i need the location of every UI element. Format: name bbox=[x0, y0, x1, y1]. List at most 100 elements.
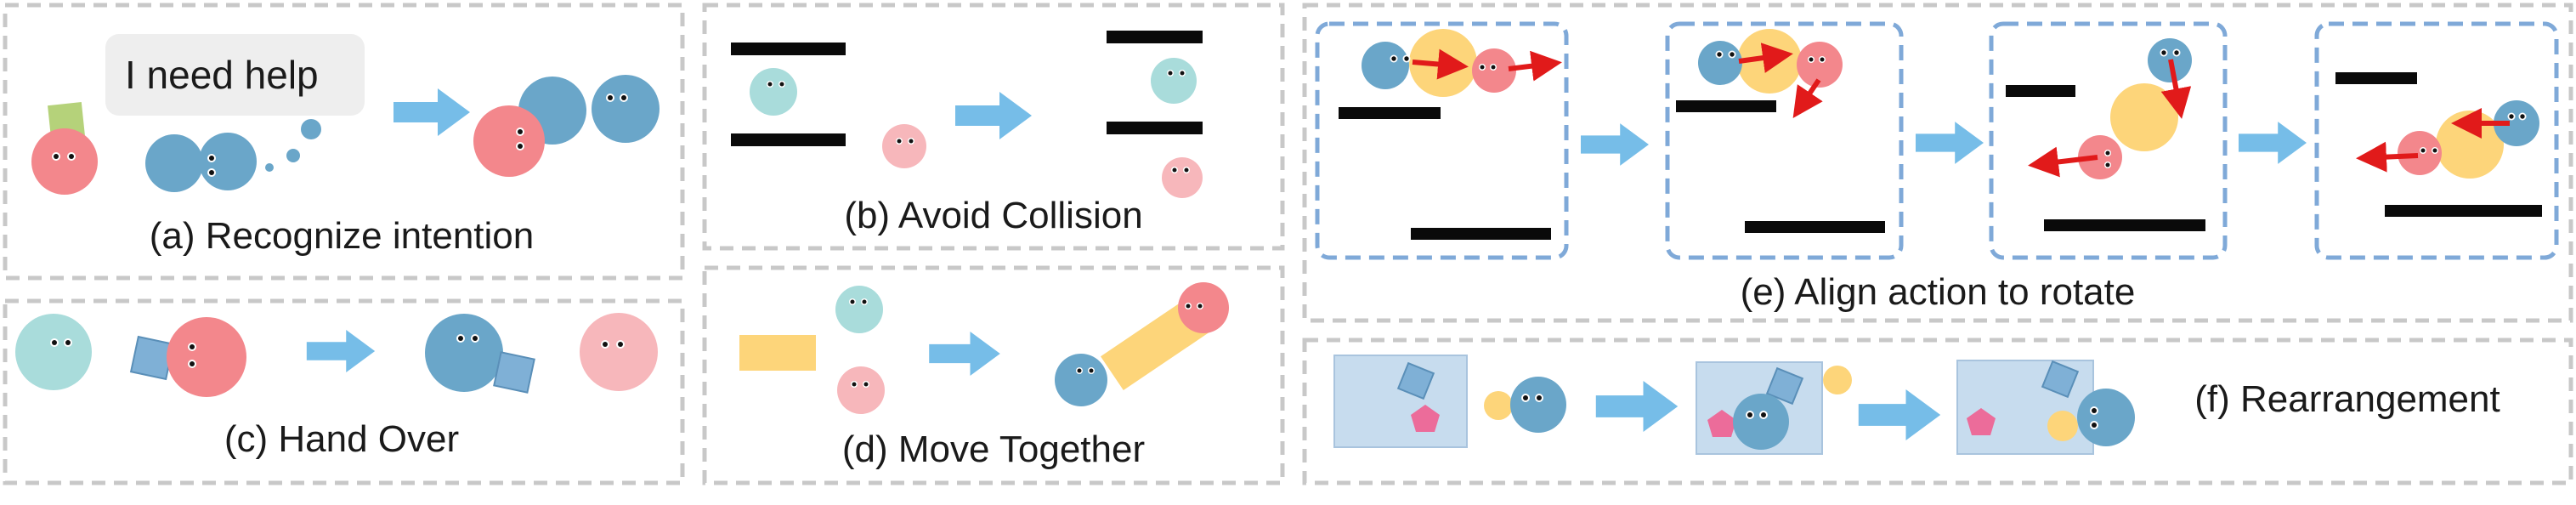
wall bbox=[1745, 221, 1885, 233]
rotate-step-4 bbox=[2314, 21, 2559, 260]
agent-eyes-icon bbox=[1746, 411, 1768, 419]
panel-d-caption: (d) Move Together bbox=[842, 428, 1145, 470]
agent-eyes-icon bbox=[2507, 112, 2527, 121]
blue-agent-right bbox=[199, 133, 257, 190]
cyan-agent-result bbox=[1151, 58, 1197, 104]
blue-agent bbox=[1698, 41, 1742, 85]
panel-d-border bbox=[702, 265, 1285, 485]
pink-agent bbox=[1472, 48, 1516, 93]
speech-bubble-text: I need help bbox=[125, 53, 319, 97]
wall bbox=[2385, 205, 2542, 217]
pentagon-icon bbox=[1411, 405, 1440, 432]
blue-agent bbox=[1733, 394, 1789, 450]
agent-eyes-icon bbox=[188, 343, 196, 368]
panel-f-rearrangement: (f) Rearrangement bbox=[1302, 338, 2573, 485]
agent-eyes-icon bbox=[456, 334, 479, 343]
flow-arrow-icon bbox=[955, 92, 1032, 139]
agent-eyes-icon bbox=[896, 138, 914, 145]
flow-arrow-icon bbox=[393, 88, 470, 136]
pink-agent bbox=[2398, 131, 2442, 175]
yellow-ball-object bbox=[1484, 391, 1513, 420]
yellow-object bbox=[2110, 83, 2178, 151]
force-arrow-icon bbox=[1738, 43, 1793, 73]
pink-agent bbox=[31, 128, 98, 195]
agent-eyes-icon bbox=[606, 94, 628, 102]
blue-agent bbox=[1362, 42, 1409, 89]
agent-eyes-icon bbox=[601, 340, 625, 349]
pink-agent bbox=[2078, 135, 2122, 179]
force-arrow-icon bbox=[2028, 146, 2098, 178]
agent-eyes-icon bbox=[851, 381, 869, 388]
wall bbox=[1411, 228, 1551, 240]
rotate-step-1 bbox=[1315, 21, 1569, 260]
wall bbox=[2044, 219, 2205, 231]
wall bbox=[2006, 85, 2075, 97]
agent-eyes-icon bbox=[1390, 54, 1411, 63]
blue-agent bbox=[2494, 100, 2539, 146]
agent-eyes-icon bbox=[1808, 56, 1826, 63]
cyan-agent bbox=[15, 314, 92, 390]
force-arrow-icon bbox=[1412, 48, 1469, 80]
panel-a-caption: (a) Recognize intention bbox=[150, 215, 534, 257]
agent-eyes-icon bbox=[767, 81, 785, 88]
panel-e-align-action-to-rotate: (e) Align action to rotate bbox=[1302, 3, 2573, 323]
agent-eyes-icon bbox=[2420, 147, 2438, 154]
pink-agent-result bbox=[1178, 282, 1229, 333]
light-pink-agent-result bbox=[1162, 157, 1203, 198]
subframe-border bbox=[1989, 21, 2228, 260]
flow-arrow-icon bbox=[306, 330, 376, 372]
subframe-border bbox=[2314, 21, 2559, 260]
agent-eyes-icon bbox=[1479, 64, 1497, 71]
flow-arrow-icon bbox=[1916, 122, 1984, 164]
wall bbox=[2335, 72, 2417, 84]
force-arrow-icon bbox=[1792, 78, 1823, 118]
panel-d-move-together: (d) Move Together bbox=[702, 265, 1285, 485]
panel-a-border bbox=[3, 3, 685, 281]
panel-f-caption: (f) Rearrangement bbox=[2194, 378, 2500, 420]
flow-arrow-icon bbox=[2239, 122, 2307, 164]
light-pink-agent-result bbox=[580, 313, 658, 391]
blue-agent-left bbox=[145, 134, 203, 192]
yellow-ball-object bbox=[1823, 366, 1852, 394]
flow-arrow-icon bbox=[1581, 123, 1649, 166]
panel-b-caption: (b) Avoid Collision bbox=[844, 195, 1142, 236]
pink-agent bbox=[1797, 42, 1843, 88]
agent-eyes-icon bbox=[516, 128, 524, 150]
agent-eyes-icon bbox=[207, 154, 216, 177]
thought-dot-medium bbox=[286, 149, 300, 162]
agent-eyes-icon bbox=[50, 338, 72, 347]
agent-eyes-icon bbox=[1076, 367, 1095, 374]
light-pink-agent bbox=[837, 366, 885, 414]
wall bbox=[1107, 122, 1203, 134]
flow-arrow-icon bbox=[929, 332, 1000, 376]
flow-arrow-icon bbox=[1858, 389, 1941, 440]
blue-agent-result-front bbox=[592, 75, 660, 143]
blue-block-object bbox=[1396, 361, 1435, 400]
rotate-step-3 bbox=[1989, 21, 2228, 260]
rotate-step-2 bbox=[1665, 21, 1904, 260]
subframe-border bbox=[1665, 21, 1904, 260]
pink-agent bbox=[167, 317, 246, 397]
force-arrow-icon bbox=[2356, 141, 2419, 173]
flow-arrow-icon bbox=[1595, 381, 1679, 432]
blue-agent bbox=[1510, 377, 1566, 433]
agent-eyes-icon bbox=[52, 152, 76, 161]
wall bbox=[731, 43, 846, 55]
panel-c-border bbox=[3, 298, 685, 485]
thought-dot-large bbox=[301, 119, 321, 139]
wall bbox=[1339, 107, 1441, 119]
speech-bubble bbox=[105, 34, 365, 116]
agent-eyes-icon bbox=[2090, 406, 2098, 429]
panel-c-caption: (c) Hand Over bbox=[224, 418, 459, 460]
wall bbox=[1676, 100, 1776, 112]
agent-eyes-icon bbox=[1185, 303, 1203, 309]
wall bbox=[731, 133, 846, 146]
table-area bbox=[1333, 355, 1468, 448]
agent-eyes-icon bbox=[1715, 50, 1736, 59]
panel-a-recognize-intention: I need help (a) Recognize intention bbox=[3, 3, 685, 281]
wall bbox=[1107, 31, 1203, 43]
panel-b-border bbox=[702, 3, 1285, 251]
agent-eyes-icon bbox=[849, 298, 868, 305]
blue-agent-result bbox=[425, 314, 503, 392]
